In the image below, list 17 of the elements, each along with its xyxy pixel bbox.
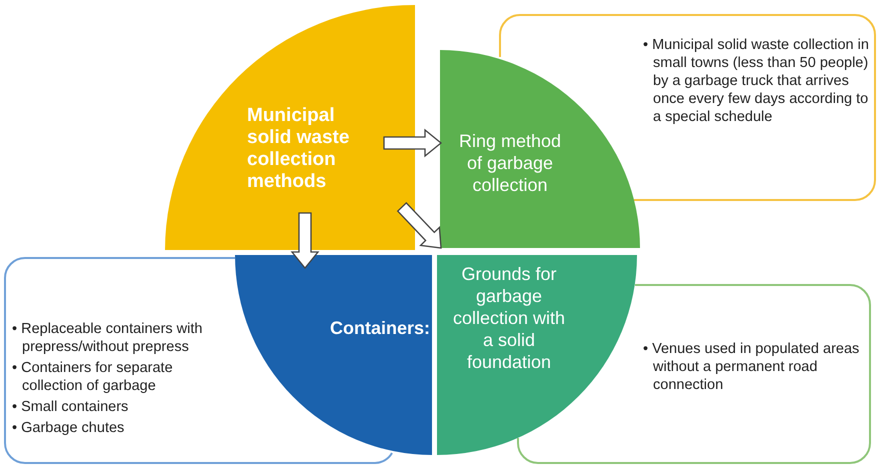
segment-title: Municipal solid waste collection methods (247, 105, 350, 193)
quadrant-segment (165, 5, 415, 250)
bullet-item: • Municipal solid waste collection in small towns (less than 50 people) by a garbage truck that arrives once every few days according to a special schedule (643, 36, 869, 126)
segment-title: Grounds for garbage collection with a solid foundation (452, 263, 566, 373)
segment-title: Ring method of garbage collection (458, 130, 562, 196)
block-arrow (396, 202, 442, 249)
quadrant-segment (440, 50, 640, 248)
bullet-item: • Replaceable containers with prepress/without prepress (12, 320, 204, 356)
segment-title: Containers: (328, 317, 430, 339)
bullet-item: • Venues used in populated areas without a permanent road connection (643, 340, 860, 394)
bullet-item: • Garbage chutes (12, 419, 126, 437)
bullet-item: • Small containers (12, 398, 130, 416)
quadrant-segment (437, 255, 637, 455)
block-arrow (383, 128, 442, 158)
quadrant-segment (235, 255, 432, 455)
block-arrow (290, 212, 320, 270)
bullet-item: • Containers for separate collection of garbage (12, 359, 174, 395)
